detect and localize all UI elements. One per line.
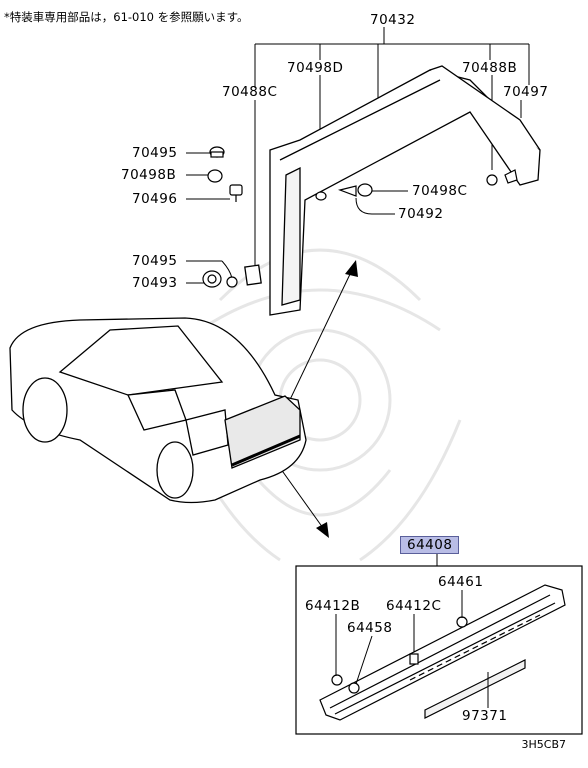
diagram-code: 3H5CB7 <box>521 738 567 751</box>
part-label-70432[interactable]: 70432 <box>370 12 416 28</box>
part-label-70498C[interactable]: 70498C <box>412 183 468 199</box>
part-label-64412B[interactable]: 64412B <box>305 598 361 614</box>
part-label-70496[interactable]: 70496 <box>132 191 178 207</box>
part-label-64461[interactable]: 64461 <box>438 574 484 590</box>
spoiler-assembly <box>244 65 541 316</box>
leader-lines <box>186 27 530 529</box>
part-label-70498B[interactable]: 70498B <box>121 167 177 183</box>
car-illustration <box>9 317 307 504</box>
assembly-box <box>295 565 583 735</box>
part-label-70493[interactable]: 70493 <box>132 275 178 291</box>
rear-garnish <box>319 584 566 721</box>
part-label-70498D[interactable]: 70498D <box>287 60 344 76</box>
part-label-70488B[interactable]: 70488B <box>462 60 518 76</box>
part-label-64412C[interactable]: 64412C <box>386 598 442 614</box>
part-label-70497[interactable]: 70497 <box>503 84 549 100</box>
part-label-64408[interactable]: 64408 <box>400 536 460 554</box>
part-label-70495-lower[interactable]: 70495 <box>132 253 178 269</box>
part-label-70492[interactable]: 70492 <box>398 206 444 222</box>
watermark-emblem <box>178 248 462 562</box>
part-label-64458[interactable]: 64458 <box>347 620 393 636</box>
part-label-70488C[interactable]: 70488C <box>222 84 278 100</box>
part-label-70495-upper[interactable]: 70495 <box>132 145 178 161</box>
reference-note: *特装車専用部品は，61-010 を参照願います。 <box>4 10 249 24</box>
box-leader-lines <box>335 590 489 708</box>
part-label-97371[interactable]: 97371 <box>462 708 508 724</box>
fastener-parts <box>202 146 518 288</box>
arrow-heads <box>316 260 358 538</box>
